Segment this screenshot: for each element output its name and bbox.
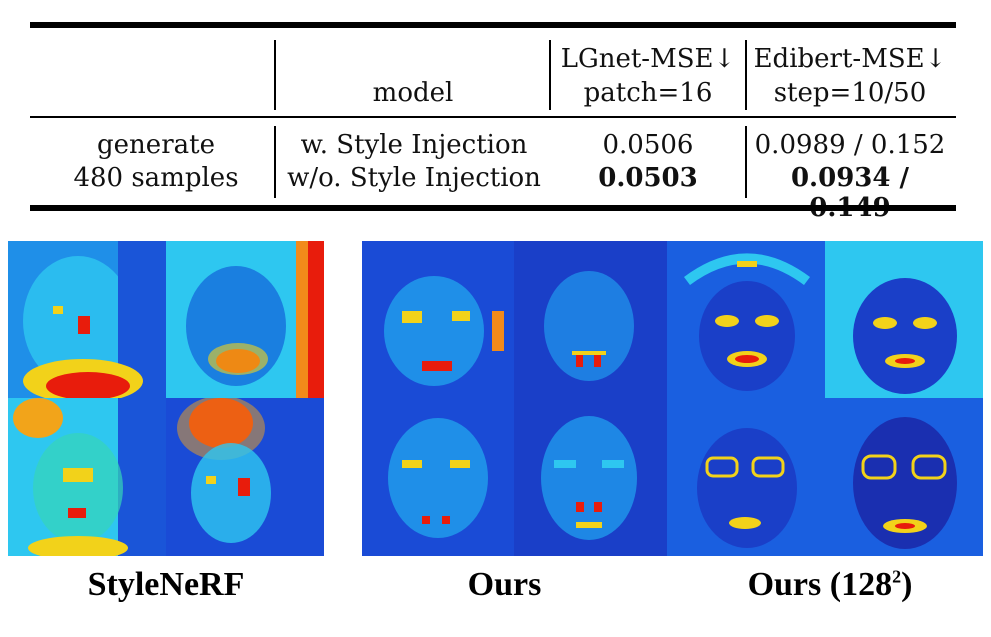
caption-ours-128: Ours (1282) xyxy=(690,566,970,604)
stylenerf-face-3 xyxy=(8,398,166,556)
row-model-no-style-injection: w/o. Style Injection xyxy=(287,163,541,193)
ours-face-4 xyxy=(514,398,667,556)
header-lgnet-metric: LGnet-MSE↓ xyxy=(560,44,736,74)
row-label-line1: generate xyxy=(97,130,215,160)
row-lgnet-style-injection: 0.0506 xyxy=(602,130,694,160)
header-edibert-metric: Edibert-MSE↓ xyxy=(753,44,947,74)
ours-face-3 xyxy=(362,398,514,556)
stylenerf-heatmap-grid xyxy=(8,241,324,556)
table-divider-body-3 xyxy=(745,126,747,198)
ours-128-face-1 xyxy=(667,241,825,398)
header-edibert-setting: step=10/50 xyxy=(773,78,927,108)
caption-ours-128-exponent: 2 xyxy=(892,566,902,587)
caption-ours-128-close: ) xyxy=(901,566,913,603)
stylenerf-face-2 xyxy=(166,241,324,398)
caption-stylenerf: StyleNeRF xyxy=(87,566,245,603)
table-mid-rule xyxy=(30,116,956,118)
ours-128-face-2 xyxy=(825,241,983,398)
ours-128-face-3 xyxy=(667,398,825,556)
row-lgnet-no-style-injection: 0.0503 xyxy=(598,163,698,193)
table-top-rule xyxy=(30,22,956,28)
caption-ours-128-text: Ours (128 xyxy=(747,566,893,603)
header-model: model xyxy=(372,78,454,108)
table-bottom-rule xyxy=(30,205,956,211)
ours-128-heatmap-grid xyxy=(667,241,983,556)
table-divider-header-3 xyxy=(745,40,747,110)
table-divider-header-1 xyxy=(274,40,276,110)
row-label-line2: 480 samples xyxy=(73,163,239,193)
caption-ours: Ours xyxy=(467,566,542,603)
stylenerf-face-4 xyxy=(166,398,324,556)
ours-face-1 xyxy=(362,241,514,398)
row-model-style-injection: w. Style Injection xyxy=(300,130,528,160)
ours-heatmap-grid xyxy=(362,241,667,556)
row-edibert-no-style-injection: 0.0934 / 0.149 xyxy=(790,163,910,223)
table-divider-header-2 xyxy=(549,40,551,110)
row-edibert-style-injection: 0.0989 / 0.152 xyxy=(754,130,946,160)
header-lgnet-setting: patch=16 xyxy=(583,78,713,108)
ours-face-2 xyxy=(514,241,667,398)
table-divider-body-1 xyxy=(274,126,276,198)
ours-128-face-4 xyxy=(825,398,983,556)
stylenerf-face-1 xyxy=(8,241,166,398)
